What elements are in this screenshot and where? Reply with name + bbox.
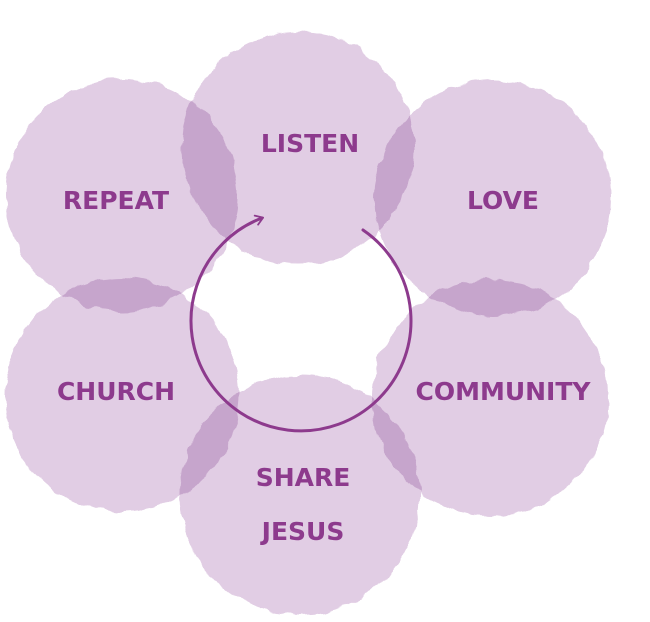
label-repeat: REPEAT <box>63 186 169 215</box>
petal-listen <box>182 32 414 264</box>
label-community: COMMUNITY <box>415 377 591 406</box>
petal-church <box>5 278 239 512</box>
label-share: SHARE <box>256 463 351 492</box>
label-love: LOVE <box>467 186 539 215</box>
petal-repeat <box>6 79 238 311</box>
labels-layer: LISTEN LOVE COMMUNITY SHARE JESUS CHURCH… <box>57 129 591 546</box>
petal-community <box>372 280 608 516</box>
petal-share-jesus <box>180 375 420 615</box>
cycle-arrow <box>189 214 413 433</box>
label-church: CHURCH <box>57 377 175 406</box>
label-jesus: JESUS <box>260 517 345 546</box>
petal-love <box>375 80 611 316</box>
label-listen: LISTEN <box>261 129 359 158</box>
petals-layer <box>5 32 611 615</box>
